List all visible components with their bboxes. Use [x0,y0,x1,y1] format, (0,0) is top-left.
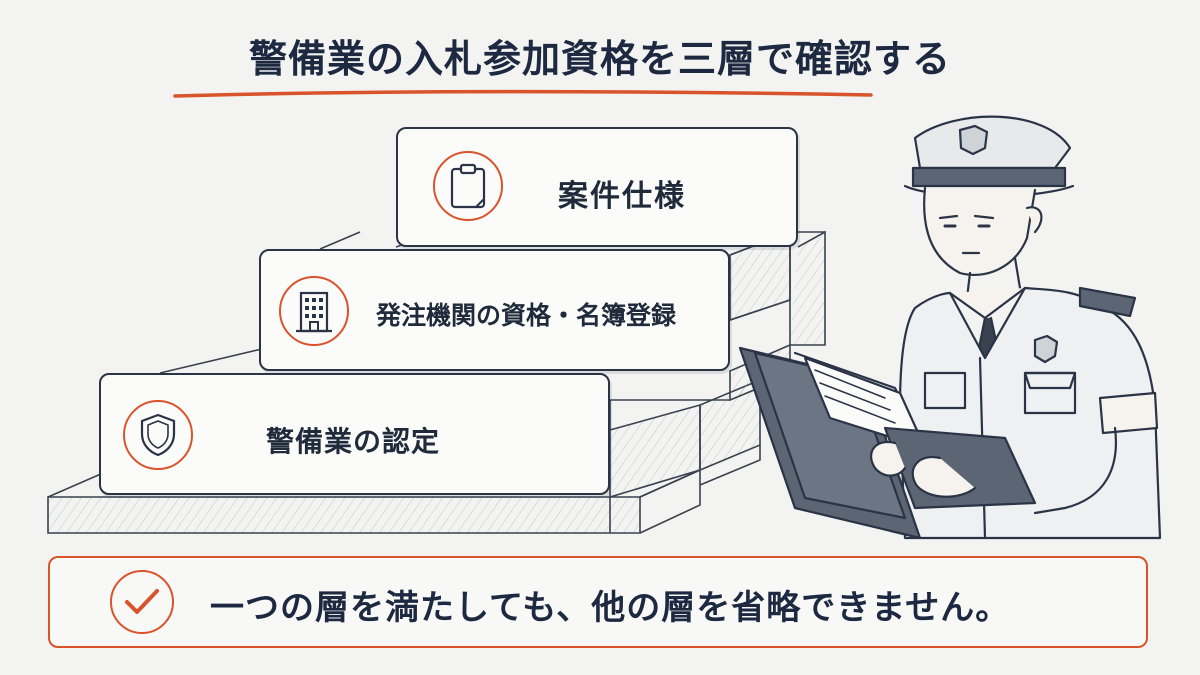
tier-security-certification: 警備業の認定 [99,373,610,495]
page-title: 警備業の入札参加資格を三層で確認する [248,37,951,81]
check-icon [110,570,174,634]
shield-icon [123,400,193,470]
tier-agency-qualification: 発注機関の資格・名簿登録 [259,249,730,371]
security-guard-illustration [738,115,1162,540]
building-icon [279,276,349,346]
clipboard-icon [433,151,503,221]
tier-label: 警備業の認定 [266,425,441,458]
tier-project-spec: 案件仕様 [396,127,798,247]
tier-label: 発注機関の資格・名簿登録 [376,301,677,330]
tier-label: 案件仕様 [558,179,686,214]
title-underline [173,89,873,98]
notice-box: 一つの層を満たしても、他の層を省略できません。 [48,556,1148,648]
notice-message: 一つの層を満たしても、他の層を省略できません。 [210,588,1011,628]
